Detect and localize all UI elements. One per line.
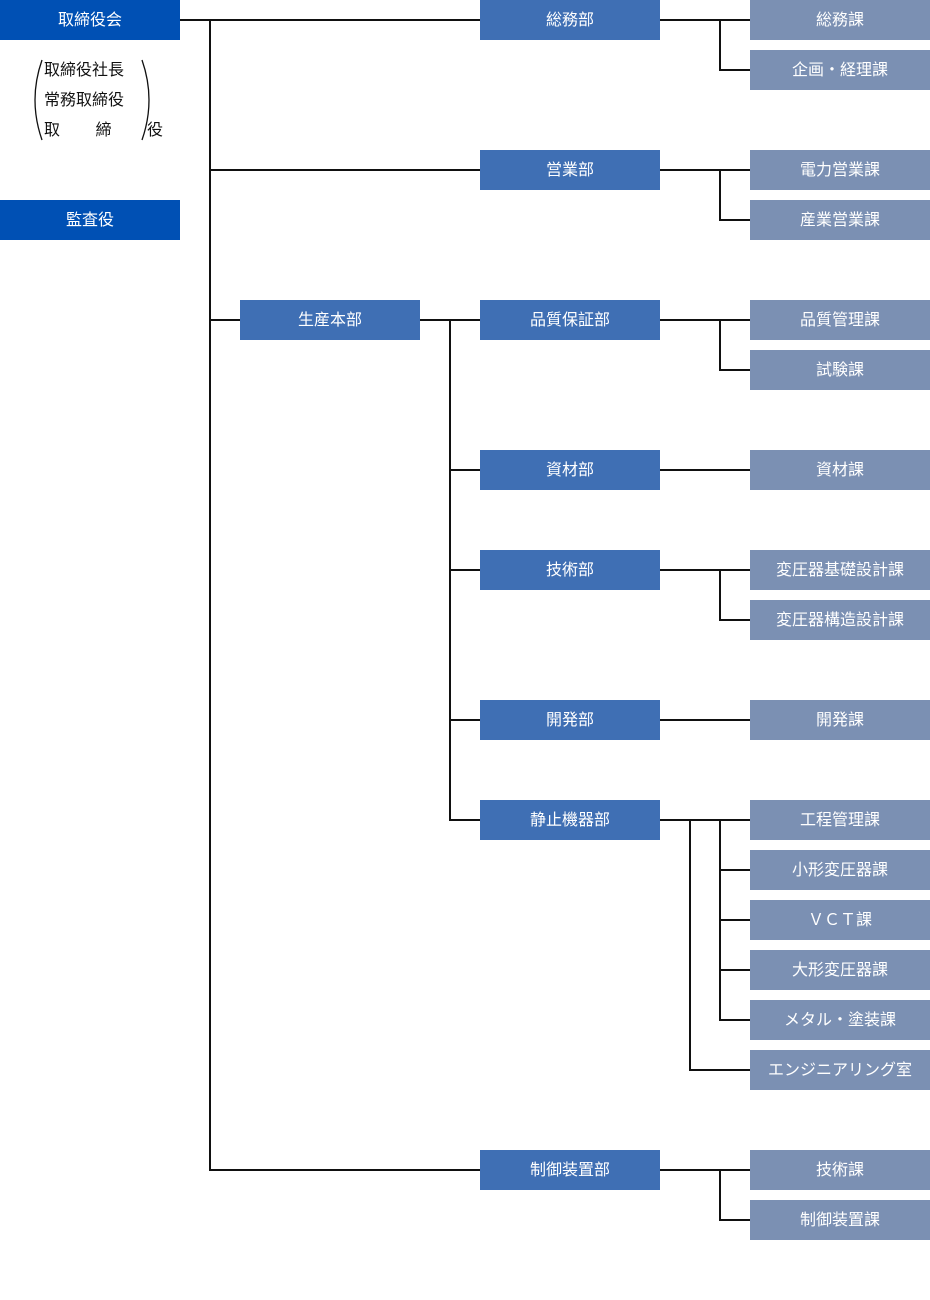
- connector-line: [449, 569, 480, 571]
- officer-president: 取締役社長: [44, 60, 125, 79]
- connector-line: [689, 819, 691, 1071]
- section-general-affairs: 総務課: [750, 0, 930, 40]
- connector-line: [449, 819, 480, 821]
- board-of-directors-box: 取締役会: [0, 0, 180, 40]
- connector-line: [719, 219, 750, 221]
- section-small-transformer: 小形変圧器課: [750, 850, 930, 890]
- dept-static-equipment: 静止機器部: [480, 800, 660, 840]
- connector-line: [719, 1019, 750, 1021]
- connector-line: [660, 319, 750, 321]
- connector-line: [719, 1169, 721, 1221]
- section-planning-accounting: 企画・経理課: [750, 50, 930, 90]
- section-power-sales: 電力営業課: [750, 150, 930, 190]
- connector-line: [719, 969, 750, 971]
- connector-line: [209, 319, 240, 321]
- connector-line: [449, 469, 480, 471]
- dept-materials: 資材部: [480, 450, 660, 490]
- connector-line: [719, 569, 721, 621]
- section-process-control: 工程管理課: [750, 800, 930, 840]
- connector-line: [209, 19, 211, 1171]
- connector-line: [719, 919, 750, 921]
- connector-line: [660, 469, 750, 471]
- connector-line: [719, 619, 750, 621]
- connector-line: [660, 719, 750, 721]
- production-division-box: 生産本部: [240, 300, 420, 340]
- bracket-icon: [34, 59, 150, 141]
- connector-line: [660, 1169, 750, 1171]
- section-technical: 技術課: [750, 1150, 930, 1190]
- officer-managing-director: 常務取締役: [44, 90, 125, 109]
- connector-line: [689, 1069, 750, 1071]
- dept-engineering: 技術部: [480, 550, 660, 590]
- section-vct: ＶＣＴ課: [750, 900, 930, 940]
- dept-general-affairs: 総務部: [480, 0, 660, 40]
- dept-development: 開発部: [480, 700, 660, 740]
- connector-line: [719, 869, 750, 871]
- auditor-box: 監査役: [0, 200, 180, 240]
- dept-quality-assurance: 品質保証部: [480, 300, 660, 340]
- connector-line: [180, 19, 480, 21]
- section-transformer-basic-design: 変圧器基礎設計課: [750, 550, 930, 590]
- connector-line: [209, 1169, 480, 1171]
- section-control-equipment: 制御装置課: [750, 1200, 930, 1240]
- connector-line: [719, 19, 721, 71]
- connector-line: [660, 819, 750, 821]
- connector-line: [719, 69, 750, 71]
- section-metal-painting: メタル・塗装課: [750, 1000, 930, 1040]
- connector-line: [660, 19, 750, 21]
- connector-line: [660, 169, 750, 171]
- section-development: 開発課: [750, 700, 930, 740]
- connector-line: [719, 319, 721, 371]
- section-quality-control: 品質管理課: [750, 300, 930, 340]
- connector-line: [449, 719, 480, 721]
- officer-director: 取 締 役: [44, 120, 179, 139]
- connector-line: [660, 569, 750, 571]
- connector-line: [719, 369, 750, 371]
- section-materials: 資材課: [750, 450, 930, 490]
- section-testing: 試験課: [750, 350, 930, 390]
- dept-sales: 営業部: [480, 150, 660, 190]
- connector-line: [719, 1219, 750, 1221]
- officers-group: 取締役社長 常務取締役 取 締 役: [30, 57, 179, 147]
- section-engineering-office: エンジニアリング室: [750, 1050, 930, 1090]
- section-large-transformer: 大形変圧器課: [750, 950, 930, 990]
- connector-line: [209, 169, 480, 171]
- connector-line: [719, 169, 721, 221]
- section-industrial-sales: 産業営業課: [750, 200, 930, 240]
- dept-control-equipment: 制御装置部: [480, 1150, 660, 1190]
- section-transformer-structural-design: 変圧器構造設計課: [750, 600, 930, 640]
